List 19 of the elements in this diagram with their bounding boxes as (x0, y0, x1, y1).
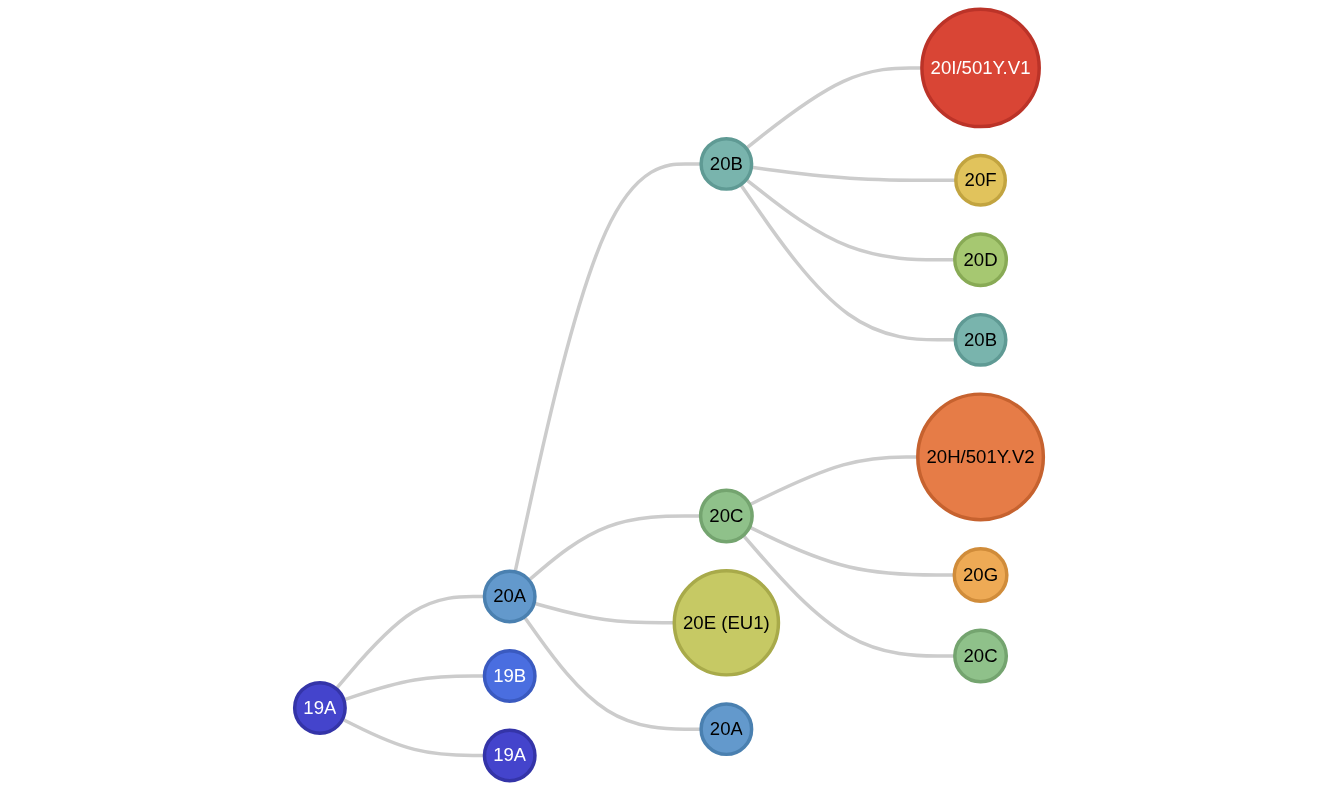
node-circle: 20G (952, 546, 1009, 603)
node-circle: 20I/501Y.V1 (920, 7, 1041, 129)
node-circle: 20F (954, 153, 1007, 207)
node-circle: 20B (699, 136, 754, 191)
node-circle: 20B (953, 312, 1008, 367)
node-circle: 20H/501Y.V2 (916, 392, 1046, 522)
node-circle: 19B (482, 649, 537, 703)
connector (751, 165, 956, 183)
node-circle: 20A (482, 569, 537, 624)
connector (745, 66, 922, 150)
node-circle: 20C (698, 488, 754, 544)
node-circle: 20E (EU1) (672, 569, 781, 677)
connector (741, 534, 955, 658)
node-circle: 19A (482, 728, 537, 783)
node-circle: 19A (292, 680, 347, 735)
node-circle: 20A (699, 702, 754, 757)
node-circle: 20C (953, 628, 1009, 684)
connector (745, 178, 955, 262)
node-circle: 20D (953, 232, 1009, 288)
